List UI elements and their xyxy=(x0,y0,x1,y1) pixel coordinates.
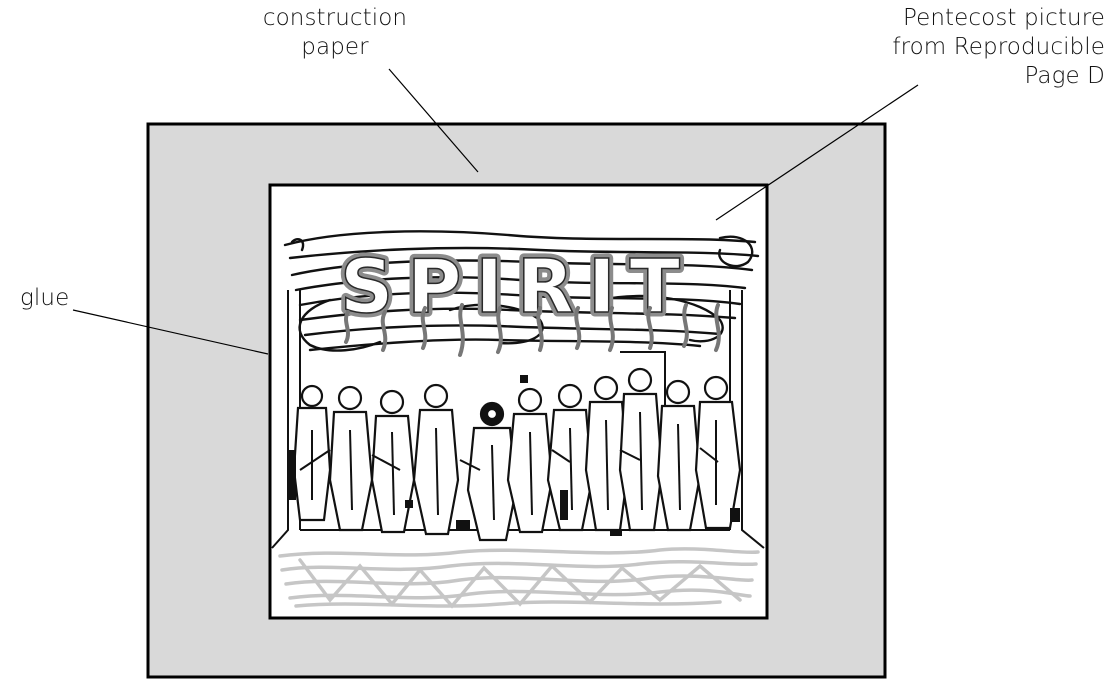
pentecost-picture-label-line-1: Pentecost picture xyxy=(845,4,1105,33)
pentecost-picture-label: Pentecost picture from Reproducible Page… xyxy=(845,4,1105,91)
spirit-banner-outline: SPIRIT xyxy=(340,244,694,330)
pentecost-picture-label-line-2: from Reproducible xyxy=(845,33,1105,62)
construction-paper-label-line-2: paper xyxy=(230,33,440,62)
glue-label: glue xyxy=(20,284,69,313)
construction-paper-label: construction paper xyxy=(230,4,440,62)
pentecost-picture-label-line-3: Page D xyxy=(845,62,1105,91)
spirit-banner: SPIRIT SPIRIT xyxy=(340,244,694,330)
construction-paper-label-line-1: construction xyxy=(230,4,440,33)
